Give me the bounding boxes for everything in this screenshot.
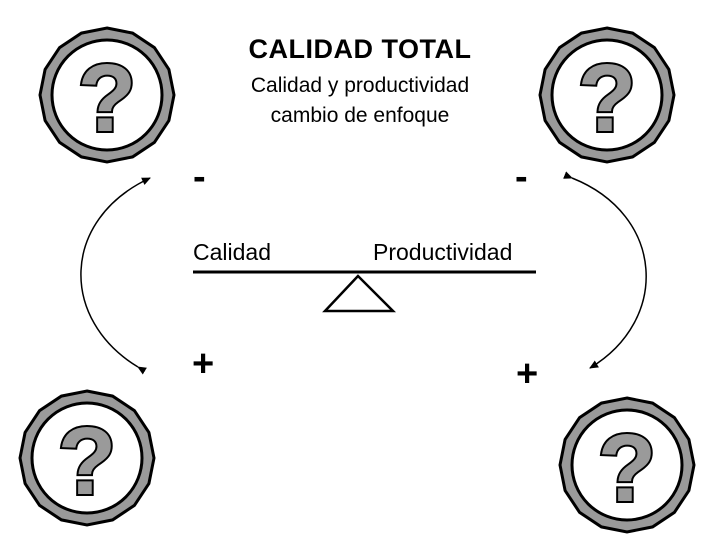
- plus-sign-right: +: [516, 353, 539, 395]
- plus-sign-left: +: [192, 343, 215, 385]
- balance-fulcrum: [322, 274, 397, 313]
- balance-label-productividad: Productividad: [373, 239, 513, 265]
- left-cycle-arrow: [80, 177, 151, 375]
- question-mark-icon: ?: [38, 26, 176, 164]
- diagram-subtitle-line1: Calidad y productividad: [250, 74, 470, 97]
- diagram-subtitle-line2: cambio de enfoque: [270, 104, 450, 127]
- question-mark-icon: ?: [538, 26, 676, 164]
- diagram-title: CALIDAD TOTAL: [248, 34, 472, 64]
- question-mark-glyph: ?: [78, 45, 137, 152]
- question-mark-glyph: ?: [598, 415, 657, 522]
- question-mark-glyph: ?: [578, 45, 637, 152]
- question-mark-icon: ?: [18, 389, 156, 527]
- minus-sign-left: -: [193, 156, 206, 198]
- question-mark-icon: ?: [558, 396, 696, 534]
- question-mark-glyph: ?: [58, 408, 117, 515]
- right-cycle-arrow: [563, 171, 647, 369]
- balance-label-calidad: Calidad: [193, 239, 271, 265]
- minus-sign-right: -: [515, 156, 528, 198]
